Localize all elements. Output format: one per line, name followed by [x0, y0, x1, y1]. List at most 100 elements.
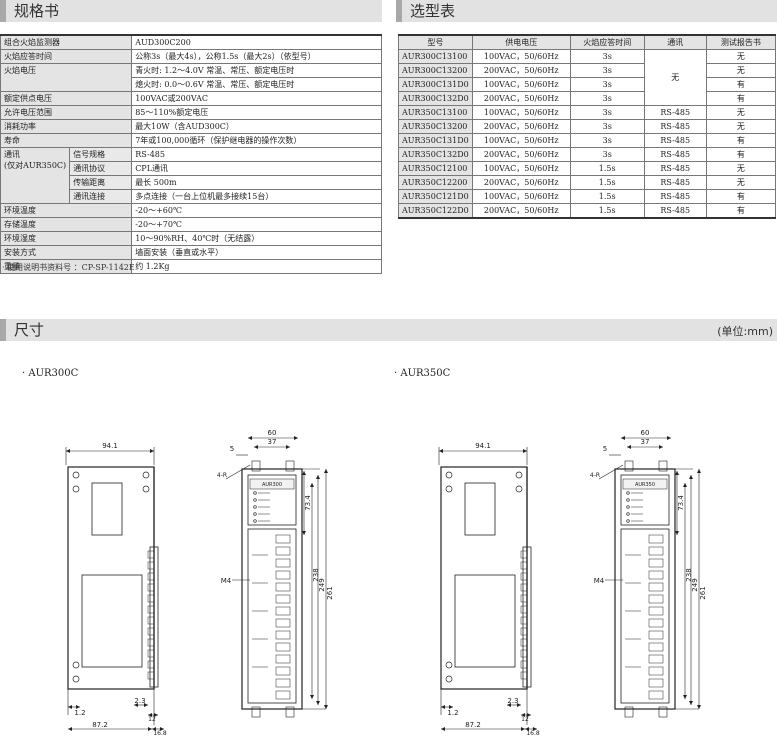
table-cell: 有 — [705, 91, 777, 106]
table-cell: 200VAC，50/60Hz — [471, 119, 571, 134]
arrow-head — [76, 705, 80, 709]
dimension-label: 60 — [268, 429, 277, 437]
dimension-label: 261 — [699, 586, 707, 599]
table-cell: 有 — [705, 147, 777, 162]
mount-hole — [626, 505, 630, 509]
table-cell: 1.5s — [569, 189, 645, 204]
drawing-rect — [67, 466, 155, 690]
arrow-head — [675, 471, 679, 475]
drawing-rect — [454, 574, 516, 668]
drawing-rect — [520, 550, 528, 559]
arrow-head — [68, 727, 72, 731]
arrow-head — [667, 436, 671, 440]
dimension-label: 94.1 — [475, 442, 491, 450]
drawing-rect — [147, 671, 155, 680]
drawing-rect — [275, 666, 291, 676]
table-row: 火焰电压青火时: 1.2～4.0V 常温、常压、额定电压时 — [0, 63, 382, 92]
drawing-rect — [520, 561, 528, 570]
drawing-rect — [147, 594, 155, 603]
dimension-label: 94.1 — [102, 442, 118, 450]
spec-value: RS-485 — [131, 147, 382, 162]
mount-hole — [253, 512, 257, 516]
table-cell: 100VAC，50/60Hz — [471, 77, 571, 92]
table-cell: 无 — [643, 49, 707, 106]
arrow-head — [302, 531, 306, 535]
drawing-rect — [648, 690, 664, 700]
dimension-label: 238 — [312, 568, 320, 581]
mount-hole — [72, 485, 80, 493]
mount-hole — [445, 661, 453, 669]
arrow-head — [310, 483, 314, 487]
dimension-label: 87.2 — [92, 721, 108, 729]
column-header: 测试报告书 — [705, 34, 777, 50]
model-cell: AUR350C121D0 — [398, 189, 473, 204]
drawing-rect — [440, 466, 528, 690]
table-cell: RS-485 — [643, 189, 707, 204]
arrow-head — [697, 705, 701, 709]
arrow-head — [160, 727, 164, 731]
drawing-rect — [648, 642, 664, 652]
arrow-head — [286, 445, 290, 449]
dimension-label: 2.3 — [507, 697, 518, 705]
header-accent-bar — [396, 0, 402, 22]
table-cell: 1.5s — [569, 161, 645, 176]
mount-hole — [142, 471, 150, 479]
drawing-rect — [275, 606, 291, 616]
dimension-label: 5 — [603, 445, 607, 453]
table-row: 安装方式墙面安装（垂直或水平） — [0, 245, 382, 260]
table-cell: 无 — [705, 161, 777, 176]
table-cell: RS-485 — [643, 175, 707, 190]
drawing-rect — [91, 482, 123, 536]
selection-section-header: 选型表 — [396, 0, 777, 22]
dimensions-section-header: 尺寸 (单位:mm) — [0, 319, 777, 341]
table-cell: 3s — [569, 119, 645, 134]
comm-label: 通讯 — [4, 150, 20, 159]
table-cell: 有 — [705, 133, 777, 148]
drawing-rect — [658, 706, 668, 718]
drawing-rect — [648, 618, 664, 628]
drawing-rect — [648, 594, 664, 604]
mount-hole — [253, 498, 257, 502]
mount-hole — [253, 491, 257, 495]
drawing-rect — [648, 534, 664, 544]
drawing-rect — [147, 561, 155, 570]
drawing-rect — [648, 570, 664, 580]
arrow-head — [683, 695, 687, 699]
drawing-rect — [648, 606, 664, 616]
drawing-rect — [147, 660, 155, 669]
dimension-drawing-aur300c: 94.11.22.31287.216.8603754-RAUR300M473.4… — [65, 429, 334, 737]
arrow-head — [525, 727, 529, 731]
table-cell: 有 — [705, 189, 777, 204]
table-cell: 3s — [569, 49, 645, 64]
arrow-head — [310, 695, 314, 699]
table-row: 重量约 1.2Kg — [0, 259, 382, 274]
arrow-head — [689, 701, 693, 705]
mount-hole — [253, 505, 257, 509]
dimension-label: 5 — [230, 445, 234, 453]
spec-value: 最大10W（含AUD300C） — [131, 119, 382, 134]
header-accent-bar — [0, 319, 6, 341]
table-cell: 200VAC，50/60Hz — [471, 91, 571, 106]
drawing-rect — [648, 582, 664, 592]
column-header: 火焰应答时间 — [569, 34, 645, 50]
arrow-head — [689, 475, 693, 479]
model-cell: AUR350C13200 — [398, 119, 473, 134]
dimension-label: 2.3 — [134, 697, 145, 705]
comm-label-cell: 通讯(仅对AUR350C) — [0, 147, 71, 204]
model-cell: AUR350C122D0 — [398, 203, 473, 219]
table-cell: 100VAC，50/60Hz — [471, 133, 571, 148]
comm-sub-label: 信号规格 — [69, 147, 133, 162]
drawing-rect — [275, 618, 291, 628]
spec-value: 熄火时: 0.0～0.6V 常温、常压、额定电压时 — [131, 77, 382, 92]
arrow-head — [154, 713, 158, 717]
table-cell: 3s — [569, 105, 645, 120]
drawing-rect — [275, 570, 291, 580]
spec-value: 青火时: 1.2～4.0V 常温、常压、额定电压时 — [131, 63, 382, 78]
table-cell: RS-485 — [643, 203, 707, 219]
